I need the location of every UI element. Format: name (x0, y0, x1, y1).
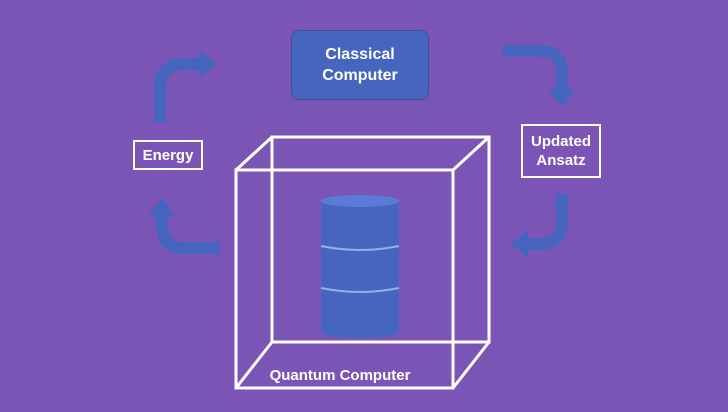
arrow-quantum-to-energy (148, 198, 220, 254)
arrow-classical-to-ansatz (503, 45, 576, 107)
quantum-cube-outline (234, 135, 491, 390)
arrow-energy-to-classical (154, 50, 217, 122)
updated-ansatz-label: Updated Ansatz (521, 124, 601, 178)
arrow-ansatz-to-quantum (510, 194, 568, 258)
energy-label: Energy (133, 140, 203, 170)
quantum-computer-label: Quantum Computer (269, 366, 411, 384)
classical-computer-box: Classical Computer (291, 30, 429, 100)
qubit-cylinder-icon (320, 195, 400, 338)
